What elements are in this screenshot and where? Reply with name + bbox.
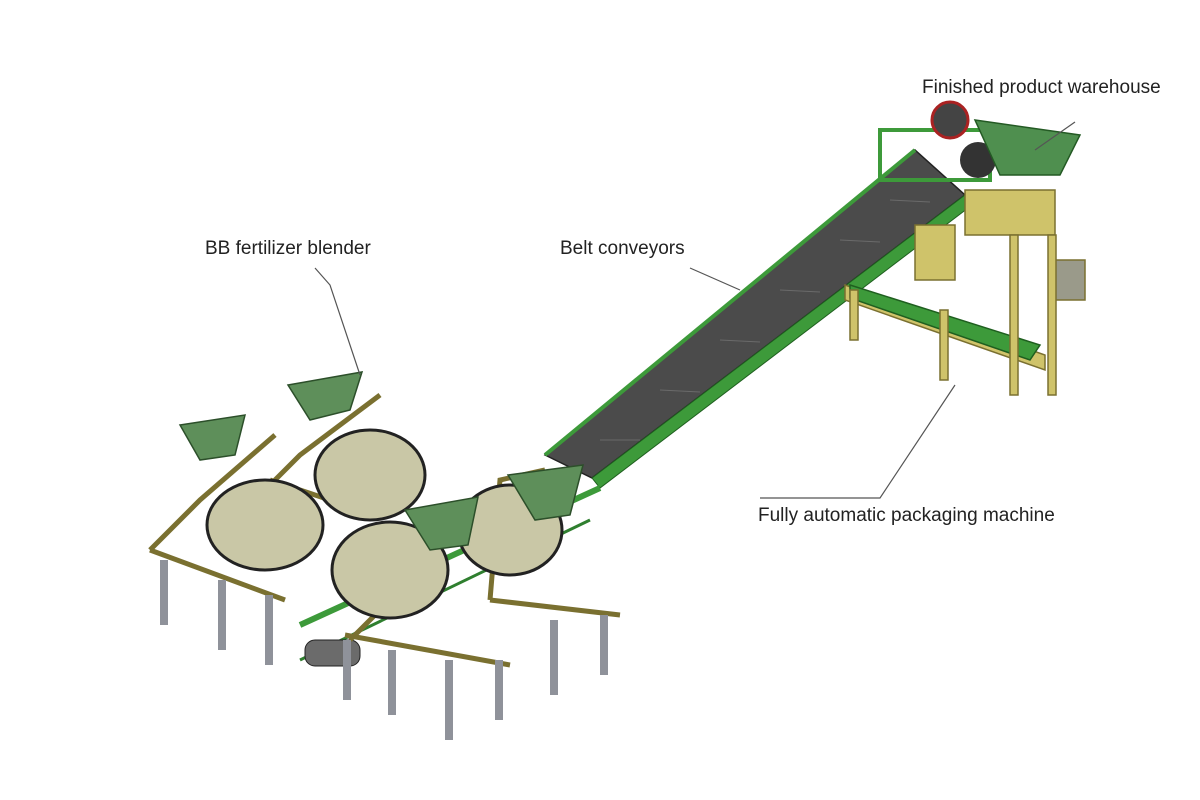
packaging-machine — [844, 119, 1086, 396]
leader-lines — [314, 121, 1076, 499]
blenders — [148, 371, 621, 740]
label-fully-automatic-packaging-machine: Fully automatic packaging machine — [758, 505, 1055, 526]
label-bb-fertilizer-blender: BB fertilizer blender — [205, 238, 371, 259]
label-finished-product-warehouse: Finished product warehouse — [922, 77, 1161, 98]
label-belt-conveyors: Belt conveyors — [560, 238, 685, 259]
